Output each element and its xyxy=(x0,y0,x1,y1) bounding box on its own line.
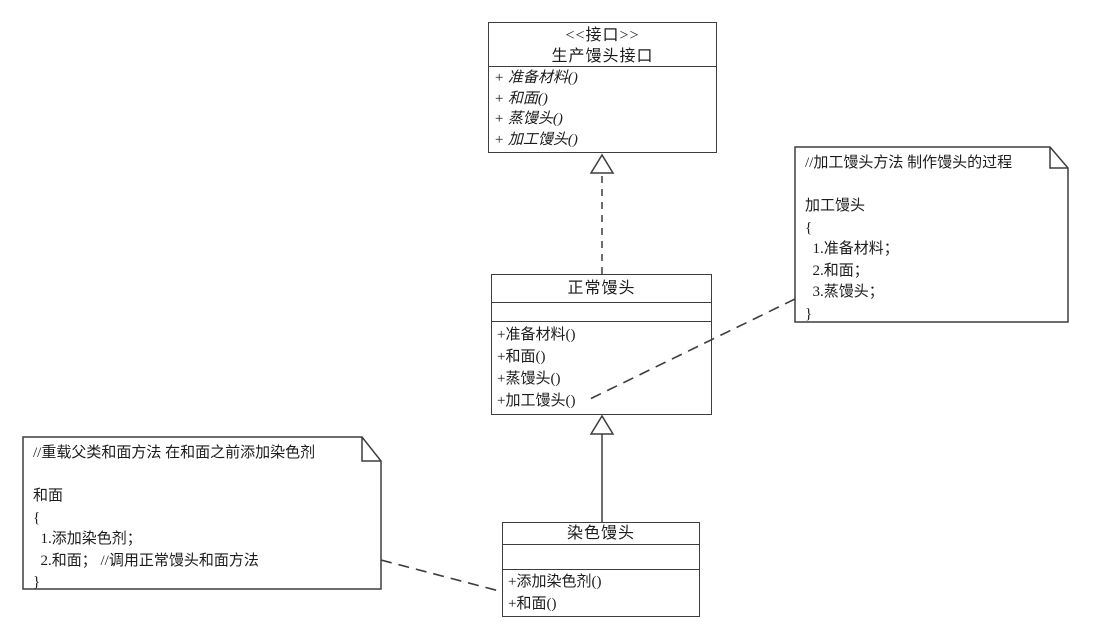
interface-method: + 和面() xyxy=(494,90,548,107)
note-line: 3.蒸馒头； xyxy=(805,284,884,300)
dyed-bun-methods-compartment: +添加染色剂() +和面() xyxy=(503,570,699,615)
note-line: 1.添加染色剂； xyxy=(33,531,142,547)
note-line xyxy=(33,465,373,487)
note-line xyxy=(805,175,1060,197)
interface-class-box: <<接口>> 生产馒头接口 + 准备材料() + 和面() + 蒸馒头() + … xyxy=(488,22,717,153)
normal-bun-methods-compartment: +准备材料() +和面() +蒸馒头() +加工馒头() xyxy=(492,322,711,412)
normal-bun-method: +蒸馒头() xyxy=(497,371,561,387)
dyed-bun-method: +和面() xyxy=(508,596,557,612)
interface-title-compartment: <<接口>> 生产馒头接口 xyxy=(489,23,716,67)
generalization-triangle-icon xyxy=(589,414,615,435)
interface-method: + 蒸馒头() xyxy=(494,111,563,127)
normal-bun-method: +准备材料() xyxy=(497,327,576,343)
note-line: //加工馒头方法 制作馒头的过程 xyxy=(805,155,1013,171)
note-line: //重载父类和面方法 在和面之前添加染色剂 xyxy=(33,445,316,461)
note-line: } xyxy=(805,305,813,322)
note-line: 加工馒头 xyxy=(805,198,866,214)
interface-method: + 加工馒头() xyxy=(494,131,578,148)
note-override-text: //重载父类和面方法 在和面之前添加染色剂 和面 { 1.添加染色剂； 2.和面… xyxy=(33,443,373,594)
normal-bun-attributes-compartment xyxy=(492,303,711,322)
note-override-anchor-line xyxy=(380,559,504,593)
dyed-bun-method: +添加染色剂() xyxy=(508,574,602,590)
normal-bun-class-box: 正常馒头 +准备材料() +和面() +蒸馒头() +加工馒头() xyxy=(491,274,712,415)
interface-method: + 准备材料() xyxy=(494,70,578,86)
note-line: 和面 xyxy=(33,488,64,504)
note-line: 2.和面； xyxy=(805,262,869,279)
note-line: { xyxy=(805,219,813,236)
realization-triangle-icon xyxy=(589,153,615,174)
interface-stereotype: <<接口>> xyxy=(565,27,640,44)
dyed-bun-class-box: 染色馒头 +添加染色剂() +和面() xyxy=(502,522,700,617)
dyed-bun-attributes-compartment xyxy=(503,545,699,570)
note-line: } xyxy=(33,574,41,590)
note-line: { xyxy=(33,509,41,526)
dyed-bun-class-name: 染色馒头 xyxy=(503,523,699,545)
normal-bun-method: +和面() xyxy=(497,349,546,365)
interface-methods-compartment: + 准备材料() + 和面() + 蒸馒头() + 加工馒头() xyxy=(489,67,716,150)
normal-bun-class-name: 正常馒头 xyxy=(492,275,711,303)
note-line: 1.准备材料； xyxy=(805,241,899,257)
note-line: 2.和面； //调用正常馒头和面方法 xyxy=(33,552,259,569)
note-process-text: //加工馒头方法 制作馒头的过程 加工馒头 { 1.准备材料； 2.和面； 3.… xyxy=(805,153,1060,325)
normal-bun-method: +加工馒头() xyxy=(497,393,576,409)
interface-name: 生产馒头接口 xyxy=(551,48,654,65)
